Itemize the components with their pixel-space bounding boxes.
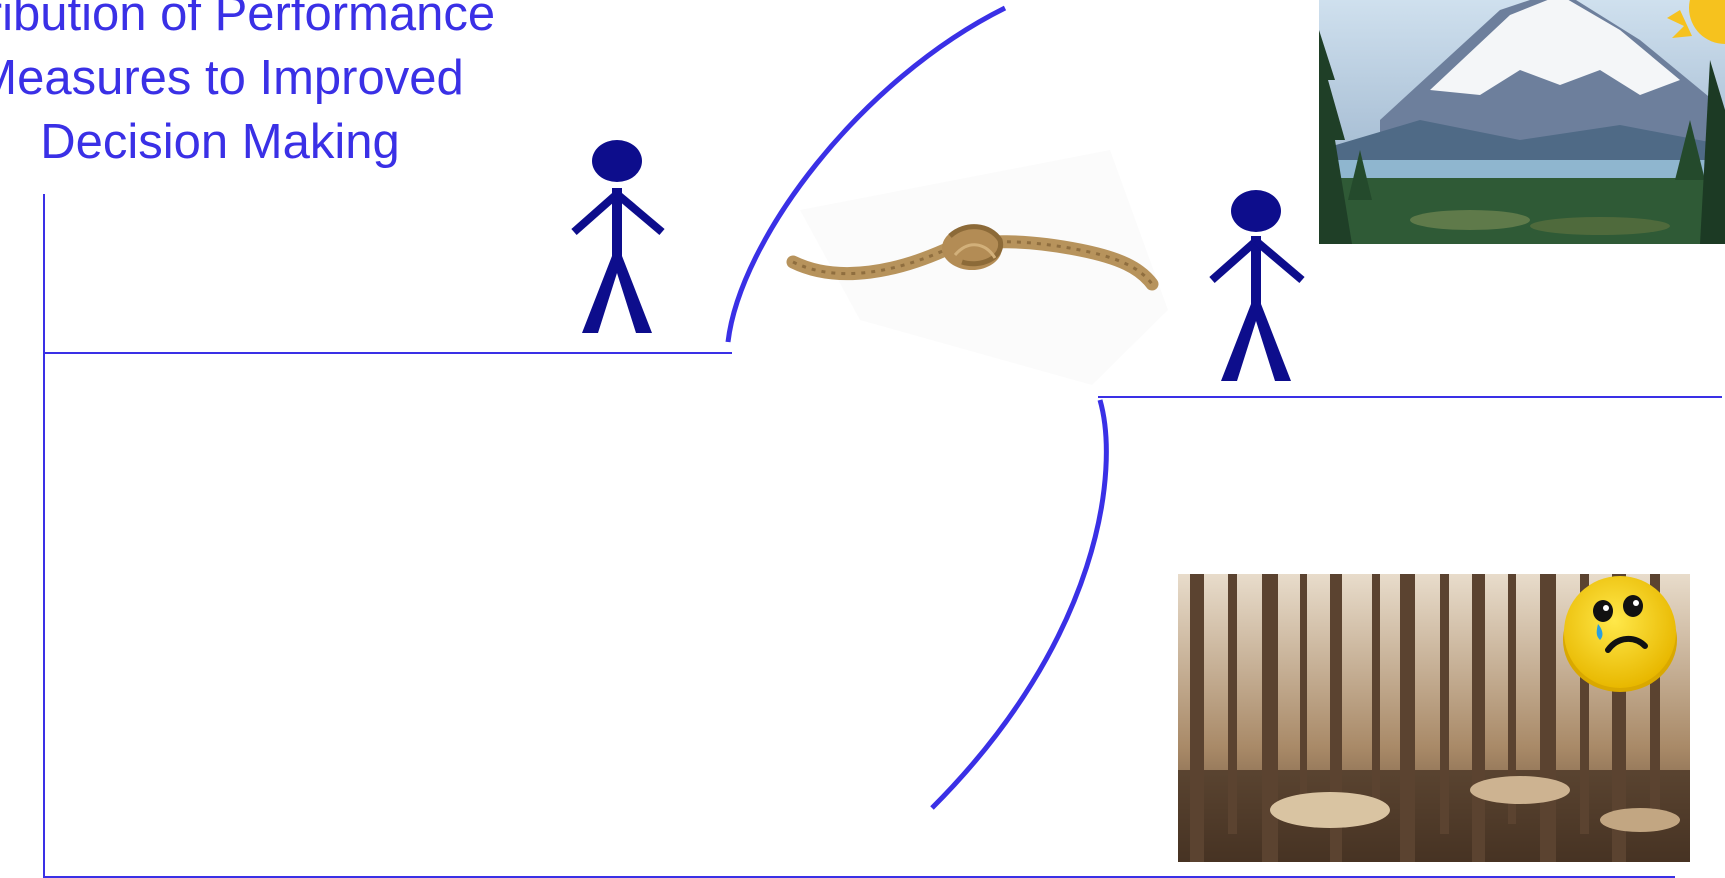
knotted-rope-image: [793, 150, 1168, 385]
stick-figure-right-icon: [1212, 190, 1302, 381]
stick-figure-left-icon: [574, 140, 662, 333]
mountain-landscape-image: [1319, 0, 1725, 244]
lower-arc: [932, 400, 1106, 808]
sad-emoji-icon: [1563, 576, 1677, 692]
